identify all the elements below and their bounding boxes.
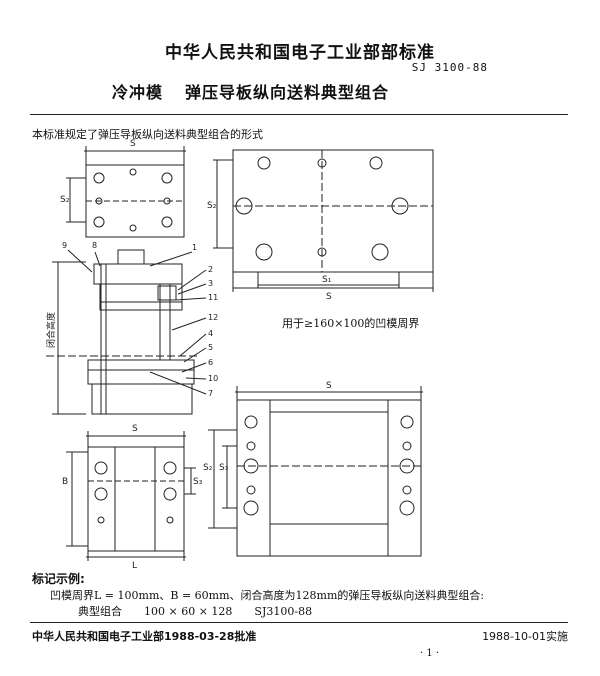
small-plate-view [66,146,186,238]
callout-9: 9 [62,241,67,250]
example-value: 100 × 60 × 128 [144,605,233,618]
title-right: 弹压导板纵向送料典型组合 [185,83,390,102]
vertical-note: 闭合高度 [45,312,57,348]
bottom-large-view [208,386,423,557]
dim-s2-small: S₂ [60,195,70,205]
title-left: 冷冲模 [112,83,164,102]
callout-2: 2 [208,265,213,274]
callout-12: 12 [208,313,218,322]
document-title: 冷冲模 弹压导板纵向送料典型组合 [112,79,389,103]
example-heading: 标记示例: [32,572,85,586]
intro-text: 本标准规定了弹压导板纵向送料典型组合的形式 [32,128,263,141]
figure-caption: 用于≥160×100的凹模周界 [282,317,420,330]
callout-10: 10 [208,374,218,383]
callout-3: 3 [208,279,213,288]
example-code: SJ3100-88 [254,605,313,618]
dim-l: L [132,561,137,571]
callout-1: 1 [192,243,197,252]
bottom-small-view [66,431,196,561]
org-standard-header: 中华人民共和国电子工业部部标准 [165,43,435,63]
dim-s-bottom-small: S [132,424,138,434]
footer-rule [30,622,568,623]
callout-11: 11 [208,293,218,302]
callout-8: 8 [92,241,97,250]
dim-s1-large: S₁ [322,275,332,285]
dim-b: B [62,477,68,487]
example-designation: 典型组合 100 × 60 × 128 SJ3100-88 [78,603,334,619]
page-number: · 1 · [420,648,440,659]
dimension-labels: S S₂ S₂ S₁ S S B S₃ L S S₂ S₃ 闭合高度 [45,139,332,571]
approval-text: 中华人民共和国电子工业部1988-03-28批准 [32,630,257,643]
callout-numbers: 9 8 1 2 3 11 12 4 5 6 10 7 [62,241,218,398]
dim-s2-large: S₂ [207,201,217,211]
dim-s3-bottom-large: S₃ [219,463,229,473]
dim-s-small: S [130,139,136,149]
callout-4: 4 [208,329,213,338]
dim-s-bottom-large: S [326,381,332,391]
dim-s3-small: S₃ [193,477,203,487]
large-plate-view [213,149,434,292]
section-view [46,249,207,415]
callout-7: 7 [208,389,213,398]
effective-date: 1988-10-01实施 [482,630,568,643]
example-line: 凹模周界L = 100mm、B = 60mm、闭合高度为128mm的弹压导板纵向… [50,589,485,602]
callout-5: 5 [208,343,213,352]
standard-code: SJ 3100-88 [411,61,488,74]
dim-s2-bottom-large: S₂ [203,463,213,473]
callout-6: 6 [208,358,213,367]
header-rule [30,114,568,115]
example-label: 典型组合 [78,605,122,618]
dim-s-large: S [326,292,332,302]
